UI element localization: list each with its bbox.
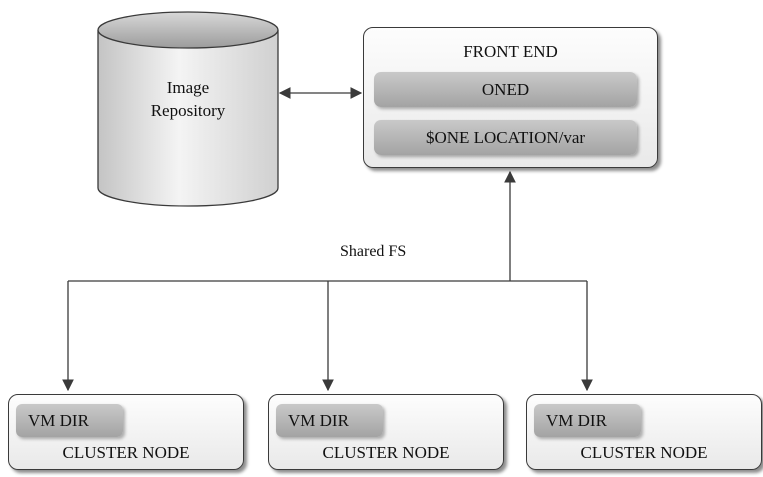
cluster-node-label: CLUSTER NODE [62, 443, 190, 462]
cluster-node-label: CLUSTER NODE [322, 443, 450, 462]
image-repository-label: Image Repository [138, 76, 238, 122]
front-end-box: FRONT END ONED $ONE LOCATION/var [363, 27, 658, 168]
cluster-node-2: VM DIR CLUSTER NODE [268, 394, 504, 470]
vm-dir: VM DIR [16, 404, 123, 437]
shared-fs-label: Shared FS [340, 243, 407, 260]
front-end-title: FRONT END [463, 42, 558, 61]
repository-label-line2: Repository [150, 101, 226, 120]
vm-dir: VM DIR [276, 404, 383, 437]
cluster-node-3: VM DIR CLUSTER NODE [526, 394, 762, 470]
cluster-node-label: CLUSTER NODE [580, 443, 708, 462]
one-location-var: $ONE LOCATION/var [374, 120, 637, 155]
vm-dir: VM DIR [534, 404, 641, 437]
oned-daemon: ONED [374, 72, 637, 107]
repository-label-line1: Image [166, 78, 210, 97]
cluster-node-1: VM DIR CLUSTER NODE [8, 394, 244, 470]
image-repository-cylinder [97, 11, 279, 207]
